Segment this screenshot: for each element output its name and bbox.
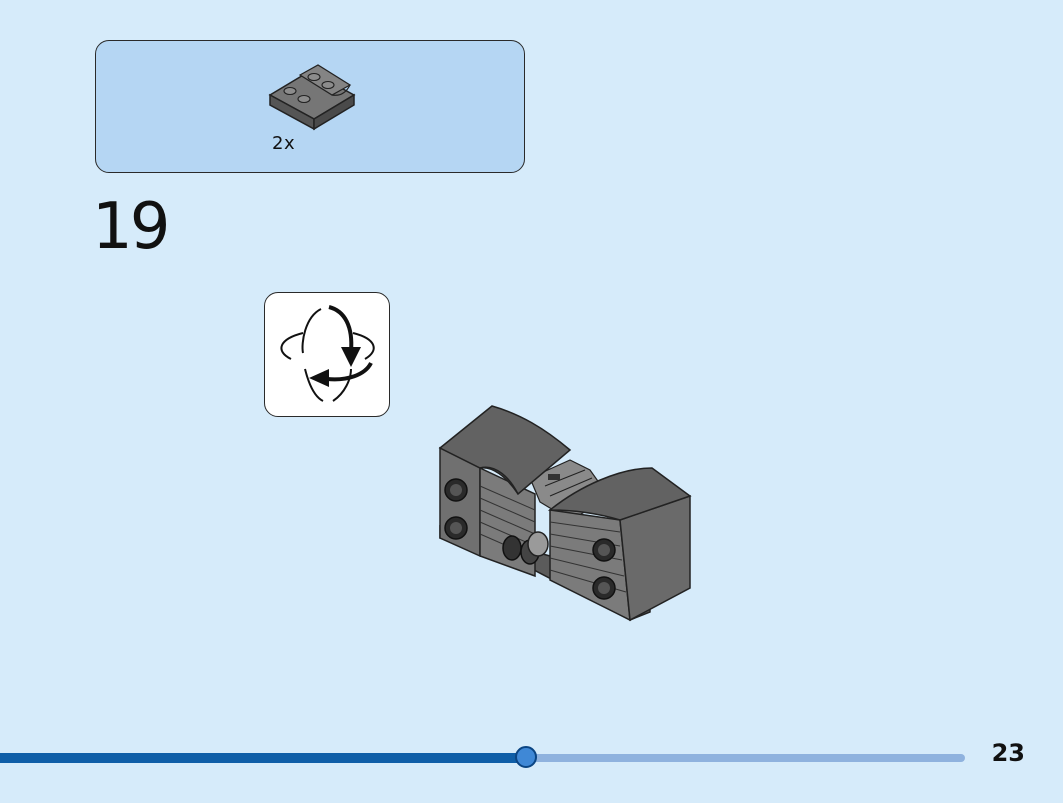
rotate-model-icon xyxy=(280,305,375,402)
rotate-model-callout xyxy=(264,292,390,417)
page-number: 23 xyxy=(991,739,1025,767)
parts-list-box: 2x xyxy=(95,40,525,173)
gray-inverted-slope-brick-icon xyxy=(268,64,356,131)
progress-fill xyxy=(0,753,526,763)
progress-marker xyxy=(515,746,537,768)
page-progress-bar xyxy=(0,745,975,771)
part-quantity: 2x xyxy=(272,133,296,154)
assembled-model-icon xyxy=(438,405,692,622)
step-number: 19 xyxy=(92,190,170,264)
